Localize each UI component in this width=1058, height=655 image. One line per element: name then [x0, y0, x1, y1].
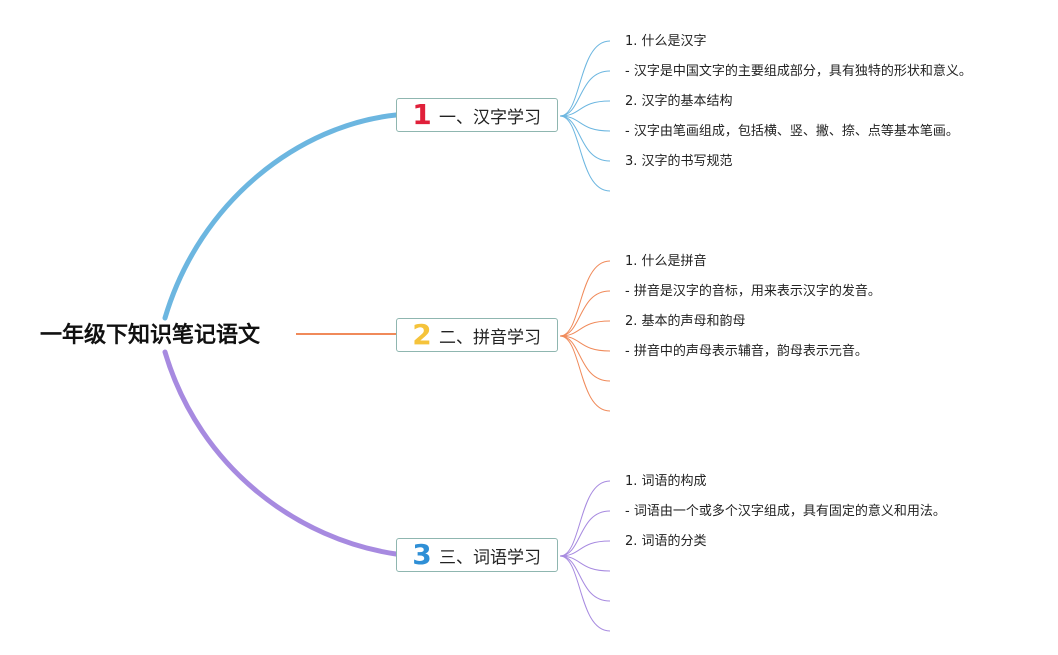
root-connector-branch-3 [162, 349, 399, 557]
branch-2-leaf-connector [559, 335, 611, 382]
branch-3-leaf-3: 2. 词语的分类 [625, 534, 707, 549]
number-1-icon: 1 [412, 98, 432, 131]
branch-1-leaf-2: - 汉字是中国文字的主要组成部分，具有独特的形状和意义。 [625, 64, 972, 79]
branch-1-leaf-connector [559, 40, 611, 117]
root-topic: 一年级下知识笔记语文 [40, 323, 261, 348]
branch-1-leaf-5: 3. 汉字的书写规范 [625, 154, 733, 169]
branch-2-leaf-connector [559, 290, 611, 337]
branch-1-leaf-4: - 汉字由笔画组成，包括横、竖、撇、捺、点等基本笔画。 [625, 124, 959, 139]
branch-2[interactable]: 2 二、拼音学习 [396, 318, 558, 352]
branch-3-leaf-connector [559, 555, 611, 572]
branch-2-leaf-connector [559, 335, 611, 412]
branch-3-leaf-connector [559, 555, 611, 632]
branch-3[interactable]: 3 三、词语学习 [396, 538, 558, 572]
branch-1-leaf-connector [559, 115, 611, 192]
branch-3-leaf-1: 1. 词语的构成 [625, 474, 707, 489]
branch-1-leaf-connector [559, 70, 611, 117]
branch-1-title: 一、汉字学习 [439, 107, 541, 128]
branch-2-leaf-connector [559, 320, 611, 337]
branch-2-leaf-connector [559, 335, 611, 352]
branch-2-leaf-1: 1. 什么是拼音 [625, 254, 707, 269]
branch-2-title: 二、拼音学习 [439, 327, 541, 348]
branch-3-title: 三、词语学习 [439, 547, 541, 568]
branch-2-leaf-2: - 拼音是汉字的音标，用来表示汉字的发音。 [625, 284, 881, 299]
branch-1-leaf-connector [559, 100, 611, 117]
branch-1-leaf-connector [559, 115, 611, 162]
number-2-icon: 2 [412, 318, 432, 351]
branch-1[interactable]: 1 一、汉字学习 [396, 98, 558, 132]
number-3-icon: 3 [412, 538, 432, 571]
branch-3-leaf-connector [559, 555, 611, 602]
branch-1-leaf-1: 1. 什么是汉字 [625, 34, 707, 49]
branch-3-leaf-connector [559, 480, 611, 557]
branch-1-leaf-connector [559, 115, 611, 132]
branch-2-leaf-connector [559, 260, 611, 337]
branch-3-leaf-connector [559, 540, 611, 557]
root-connector-branch-1 [162, 112, 399, 321]
branch-2-leaf-4: - 拼音中的声母表示辅音，韵母表示元音。 [625, 344, 868, 359]
branch-3-leaf-connector [559, 510, 611, 557]
branch-2-leaf-3: 2. 基本的声母和韵母 [625, 314, 746, 329]
branch-3-leaf-2: - 词语由一个或多个汉字组成，具有固定的意义和用法。 [625, 504, 946, 519]
branch-1-leaf-3: 2. 汉字的基本结构 [625, 94, 733, 109]
